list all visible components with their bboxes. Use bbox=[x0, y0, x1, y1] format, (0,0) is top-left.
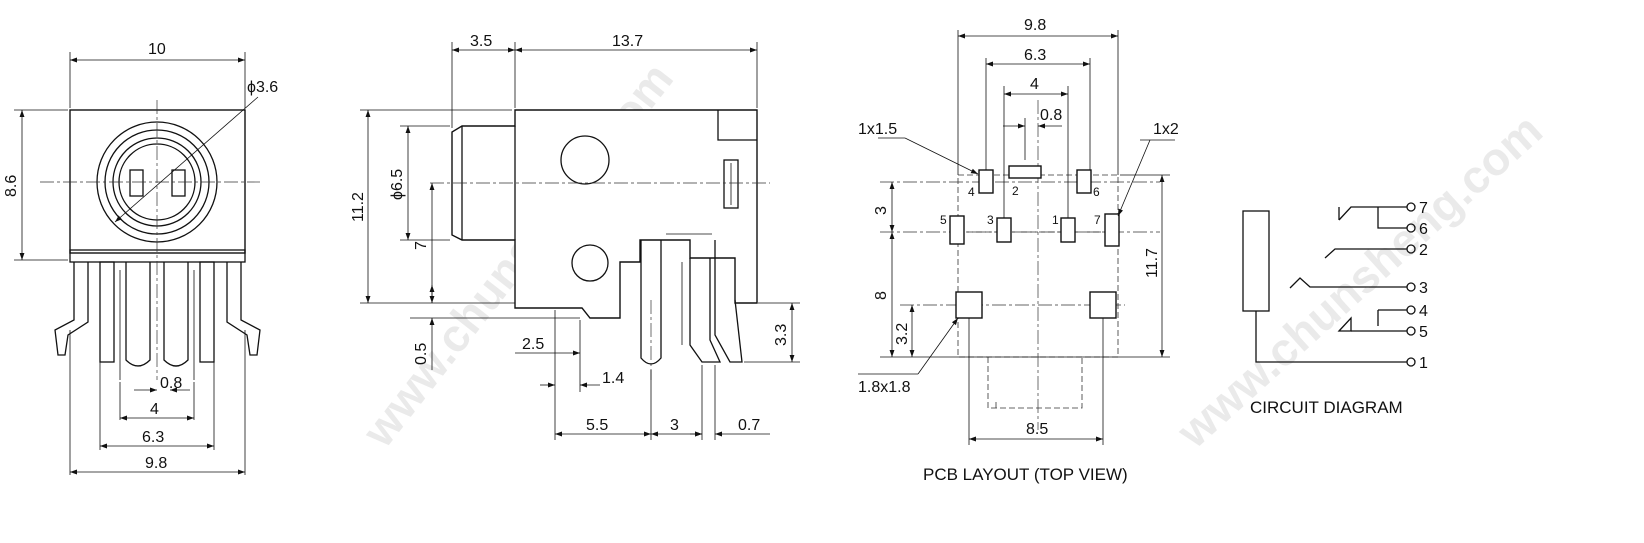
dim-pcb-h117: 11.7 bbox=[1144, 248, 1161, 278]
circuit-pin-number: 5 bbox=[1419, 324, 1428, 341]
pcb-layout: 4 2 6 5 3 1 7 9.8 6.3 4 0.8 1x1.5 1x2 1.… bbox=[858, 17, 1179, 484]
dim-pcb-pad-small: 1x1.5 bbox=[858, 121, 897, 138]
dim-pcb-98: 9.8 bbox=[1024, 17, 1046, 34]
dim-side-diameter: ϕ6.5 bbox=[389, 169, 406, 200]
pcb-pad bbox=[1060, 217, 1076, 243]
pcb-pad bbox=[978, 169, 994, 194]
dim-pcb-pad-slot: 1x2 bbox=[1153, 121, 1179, 138]
dim-side-offset: 0.5 bbox=[413, 343, 430, 365]
dim-front-height: 8.6 bbox=[3, 175, 20, 197]
circuit-pin-number: 1 bbox=[1419, 355, 1428, 372]
dim-pcb-h3: 3 bbox=[873, 206, 890, 215]
pcb-pad bbox=[1104, 213, 1120, 247]
circuit-pin-number: 3 bbox=[1419, 280, 1428, 297]
dim-side-length: 13.7 bbox=[612, 33, 643, 50]
dim-side-55: 5.5 bbox=[586, 417, 608, 434]
dim-side-3: 3 bbox=[670, 417, 679, 434]
dim-front-overall: 9.8 bbox=[145, 455, 167, 472]
pcb-pin-number: 1 bbox=[1052, 213, 1059, 227]
circuit-pin-number: 2 bbox=[1419, 242, 1428, 259]
pcb-pin-number: 7 bbox=[1094, 213, 1101, 227]
pcb-pin-number: 2 bbox=[1012, 184, 1019, 198]
dim-pcb-4: 4 bbox=[1030, 76, 1039, 93]
pcb-pad bbox=[949, 215, 965, 245]
dim-pcb-pad-square: 1.8x1.8 bbox=[858, 379, 911, 396]
dim-pcb-08: 0.8 bbox=[1040, 107, 1062, 124]
dim-pcb-h8: 8 bbox=[873, 291, 890, 300]
dim-pcb-h32: 3.2 bbox=[894, 323, 911, 345]
dim-side-center: 7 bbox=[413, 241, 430, 250]
dim-front-width: 10 bbox=[148, 41, 166, 58]
circuit-pin-number: 6 bbox=[1419, 221, 1428, 238]
pcb-pin-number: 6 bbox=[1093, 185, 1100, 199]
dim-front-pitch-63: 6.3 bbox=[142, 429, 164, 446]
pcb-pad bbox=[996, 217, 1012, 243]
pcb-pin-number: 4 bbox=[968, 185, 975, 199]
circuit-diagram: 7 6 2 3 4 5 1 CIRCUIT DIAGRAM bbox=[1242, 200, 1428, 417]
dim-side-height: 11.2 bbox=[350, 192, 367, 222]
circuit-diagram-title: CIRCUIT DIAGRAM bbox=[1250, 398, 1403, 417]
dim-pcb-w85: 8.5 bbox=[1026, 421, 1048, 438]
pcb-pin-number: 3 bbox=[987, 213, 994, 227]
pcb-pad bbox=[1089, 291, 1117, 319]
dim-side-14: 1.4 bbox=[602, 370, 624, 387]
front-view: 10 ϕ3.6 8.6 0.8 4 6.3 9.8 bbox=[3, 41, 278, 475]
dim-side-07: 0.7 bbox=[738, 417, 760, 434]
dim-side-front: 3.5 bbox=[470, 33, 492, 50]
side-view: 3.5 13.7 11.2 ϕ6.5 7 0.5 2.5 1.4 5.5 3 bbox=[350, 33, 800, 440]
pcb-pad bbox=[1076, 169, 1092, 194]
pcb-pin-number: 5 bbox=[940, 213, 947, 227]
dim-front-diameter: ϕ3.6 bbox=[247, 79, 278, 96]
pcb-layout-title: PCB LAYOUT (TOP VIEW) bbox=[923, 465, 1128, 484]
dim-front-pitch-small: 0.8 bbox=[160, 375, 182, 392]
pcb-pad bbox=[1008, 165, 1042, 179]
dim-side-25: 2.5 bbox=[522, 336, 544, 353]
dim-pcb-63: 6.3 bbox=[1024, 47, 1046, 64]
circuit-pin-number: 7 bbox=[1419, 200, 1428, 217]
dim-front-pitch-4: 4 bbox=[150, 401, 159, 418]
pcb-pad bbox=[955, 291, 983, 319]
circuit-pin-number: 4 bbox=[1419, 303, 1428, 320]
dim-side-33: 3.3 bbox=[773, 324, 790, 346]
